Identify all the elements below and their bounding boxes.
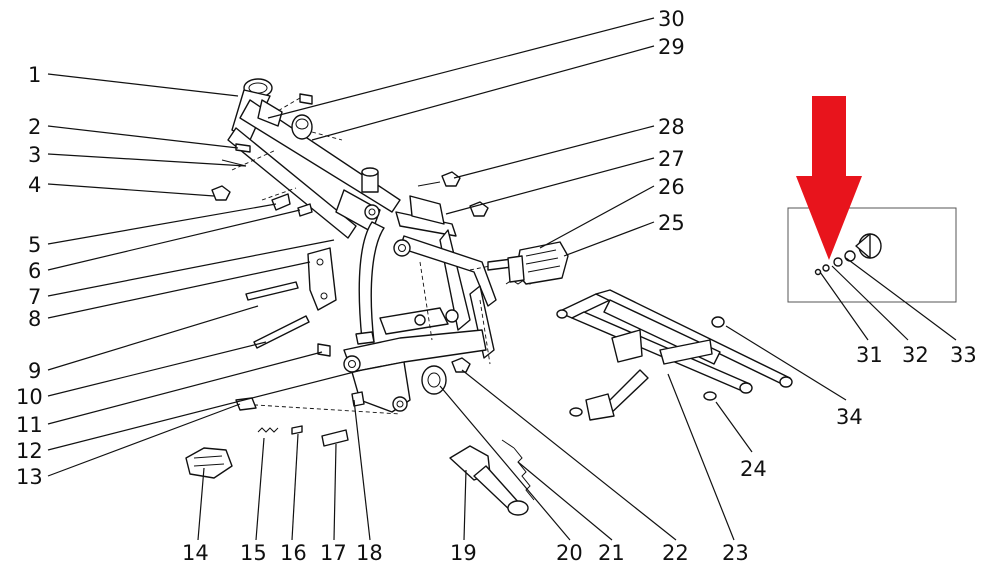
- hardware: [211, 93, 537, 415]
- callout-1: 1: [28, 63, 41, 87]
- callout-16: 16: [280, 541, 307, 565]
- callout-18: 18: [356, 541, 383, 565]
- subframe: [556, 289, 793, 421]
- callout-31: 31: [856, 343, 883, 367]
- callout-14: 14: [182, 541, 209, 565]
- callout-25: 25: [658, 211, 685, 235]
- callout-28: 28: [658, 115, 685, 139]
- callout-29: 29: [658, 35, 685, 59]
- leader-lines: [47, 17, 957, 541]
- callout-27: 27: [658, 147, 685, 171]
- right-footpeg: [507, 241, 569, 285]
- callout-13: 13: [16, 465, 43, 489]
- callout-9: 9: [28, 359, 41, 383]
- callout-4: 4: [28, 173, 41, 197]
- callout-7: 7: [28, 285, 41, 309]
- callout-15: 15: [240, 541, 267, 565]
- highlight-arrow: [796, 96, 862, 260]
- callout-8: 8: [28, 307, 41, 331]
- callout-12: 12: [16, 439, 43, 463]
- callout-24: 24: [740, 457, 767, 481]
- callout-20: 20: [556, 541, 583, 565]
- callout-23: 23: [722, 541, 749, 565]
- callout-10: 10: [16, 385, 43, 409]
- detail-inset: [787, 207, 957, 303]
- bolt-17: [321, 429, 349, 447]
- callout-17: 17: [320, 541, 347, 565]
- callout-6: 6: [28, 259, 41, 283]
- callout-32: 32: [902, 343, 929, 367]
- callout-22: 22: [662, 541, 689, 565]
- callout-21: 21: [598, 541, 625, 565]
- callout-5: 5: [28, 233, 41, 257]
- kickstand: [449, 445, 529, 516]
- callout-labels: 1 2 3 4 5 6 7 8 9 10 11 12 13 14 15 16 1…: [16, 7, 977, 565]
- callout-2: 2: [28, 115, 41, 139]
- callout-11: 11: [16, 413, 43, 437]
- callout-3: 3: [28, 143, 41, 167]
- callout-33: 33: [950, 343, 977, 367]
- callout-30: 30: [658, 7, 685, 31]
- callout-26: 26: [658, 175, 685, 199]
- callout-34: 34: [836, 405, 863, 429]
- callout-19: 19: [450, 541, 477, 565]
- pin-16: [291, 425, 303, 435]
- left-footpeg: [185, 447, 233, 479]
- main-frame: [227, 78, 497, 413]
